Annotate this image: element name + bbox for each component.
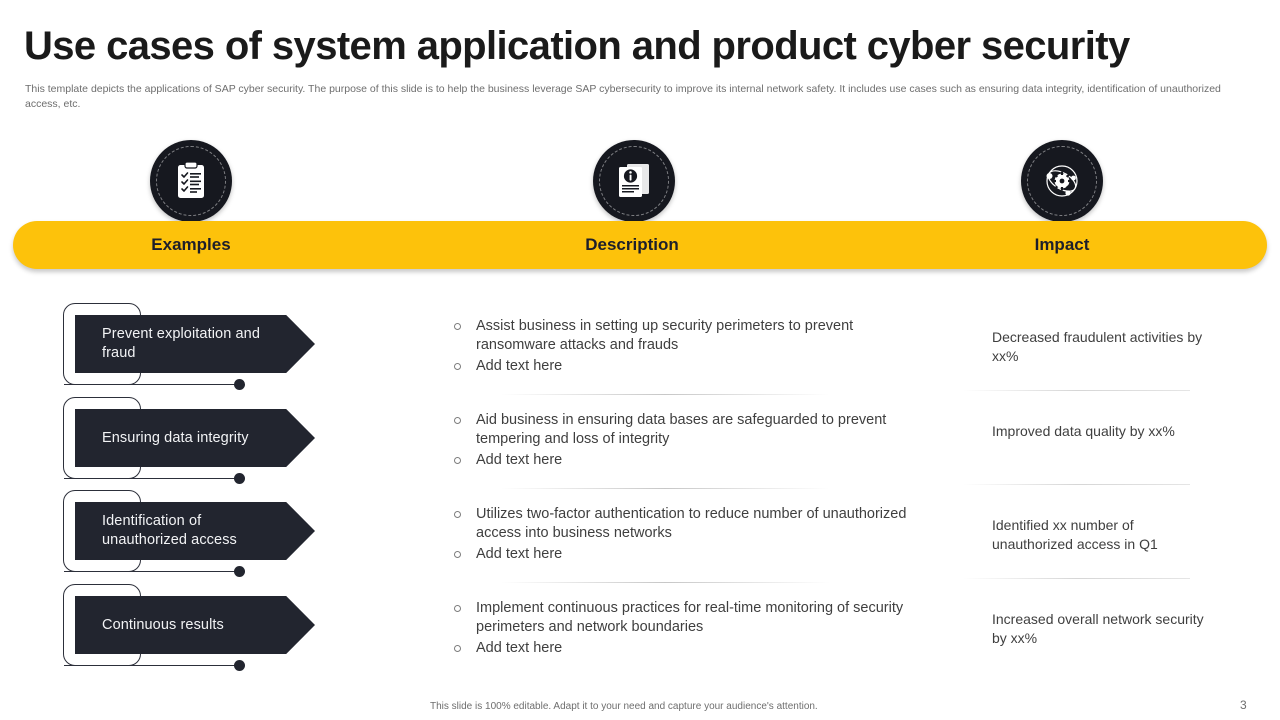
example-label: Identification of unauthorized access <box>102 513 237 548</box>
description-text: Aid business in ensuring data bases are … <box>476 412 887 448</box>
list-item: Add text here <box>450 357 910 376</box>
chip-arrow: Ensuring data integrity <box>75 409 315 467</box>
chip-connector-line <box>64 571 238 572</box>
impact-divider <box>962 390 1190 391</box>
page-title: Use cases of system application and prod… <box>24 24 1130 68</box>
column-header-impact: Impact <box>1034 235 1090 254</box>
example-chip[interactable]: Identification of unauthorized access <box>63 486 323 577</box>
footer-note: This slide is 100% editable. Adapt it to… <box>430 701 818 712</box>
list-item: Add text here <box>450 545 910 564</box>
description-divider <box>500 488 830 489</box>
impact-text: Improved data quality by xx% <box>992 423 1175 439</box>
list-item: Utilizes two-factor authentication to re… <box>450 505 910 543</box>
bullet-icon <box>454 511 461 518</box>
column-header-bar <box>13 221 1267 269</box>
page-subtitle: This template depicts the applications o… <box>25 83 1221 111</box>
example-label: Continuous results <box>102 616 224 633</box>
description-block: Aid business in ensuring data bases are … <box>450 411 910 472</box>
description-text: Implement continuous practices for real-… <box>476 600 904 636</box>
description-divider <box>500 582 830 583</box>
chip-connector-dot <box>234 379 245 390</box>
bullet-icon <box>454 323 461 330</box>
example-chip[interactable]: Prevent exploitation and fraud <box>63 299 323 390</box>
column-header-description: Description <box>585 235 679 254</box>
chip-connector-dot <box>234 473 245 484</box>
chip-connector-line <box>64 384 238 385</box>
list-item: Assist business in setting up security p… <box>450 317 910 355</box>
description-block: Implement continuous practices for real-… <box>450 599 910 660</box>
chip-connector-line <box>64 665 238 666</box>
example-chip[interactable]: Ensuring data integrity <box>63 393 323 484</box>
chip-arrow: Identification of unauthorized access <box>75 502 315 560</box>
gear-network-icon <box>1021 140 1103 222</box>
description-divider <box>500 394 830 395</box>
chip-connector-dot <box>234 660 245 671</box>
chip-connector-dot <box>234 566 245 577</box>
description-block: Utilizes two-factor authentication to re… <box>450 505 910 566</box>
bullet-icon <box>454 457 461 465</box>
list-item: Add text here <box>450 451 910 470</box>
chip-arrow: Continuous results <box>75 596 315 654</box>
column-header-examples: Examples <box>151 235 231 254</box>
bullet-icon <box>454 363 461 371</box>
list-item: Add text here <box>450 639 910 658</box>
bullet-icon <box>454 551 461 559</box>
bullet-icon <box>454 417 461 424</box>
description-text: Add text here <box>476 358 563 375</box>
bullet-icon <box>454 645 461 653</box>
list-item: Aid business in ensuring data bases are … <box>450 411 910 449</box>
chip-arrow: Prevent exploitation and fraud <box>75 315 315 373</box>
document-info-icon <box>593 140 675 222</box>
page-number: 3 <box>1240 698 1247 712</box>
list-item: Implement continuous practices for real-… <box>450 599 910 637</box>
description-block: Assist business in setting up security p… <box>450 317 910 378</box>
description-text: Add text here <box>476 640 563 657</box>
impact-text: Decreased fraudulent activities by xx% <box>992 329 1203 365</box>
description-text: Utilizes two-factor authentication to re… <box>476 506 907 542</box>
description-text: Add text here <box>476 546 563 563</box>
bullet-icon <box>454 605 461 612</box>
impact-divider <box>962 484 1190 485</box>
description-text: Add text here <box>476 452 563 469</box>
example-chip[interactable]: Continuous results <box>63 580 323 671</box>
impact-text: Identified xx number of unauthorized acc… <box>992 517 1158 553</box>
impact-divider <box>962 578 1190 579</box>
clipboard-checklist-icon <box>150 140 232 222</box>
chip-connector-line <box>64 478 238 479</box>
impact-text: Increased overall network security by xx… <box>992 611 1204 647</box>
example-label: Prevent exploitation and fraud <box>102 326 260 361</box>
example-label: Ensuring data integrity <box>102 429 249 446</box>
description-text: Assist business in setting up security p… <box>476 318 854 354</box>
